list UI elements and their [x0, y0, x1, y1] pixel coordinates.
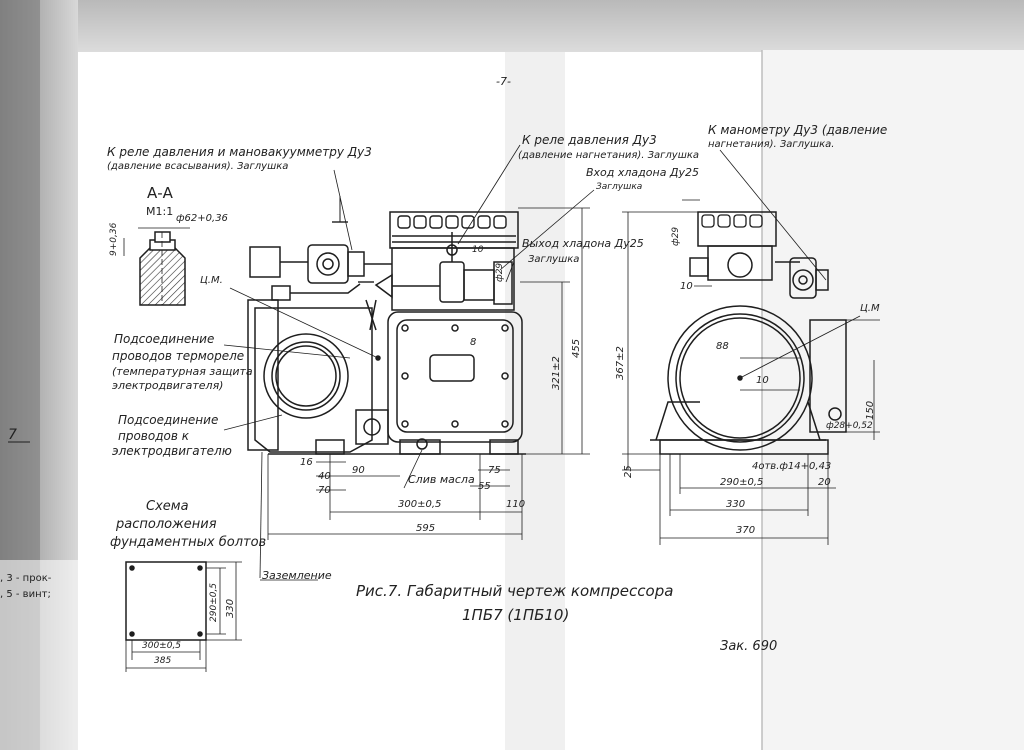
margin-number: 7 — [8, 427, 17, 443]
side-dim-10b: 10 — [756, 375, 769, 386]
front-dim-90: 90 — [352, 465, 365, 476]
front-dim-595: 595 — [416, 523, 436, 534]
foundation-bolt-scheme — [125, 561, 242, 672]
side-dim-370: 370 — [736, 525, 756, 536]
outlet-callout: Выход хладона Ду25 — [522, 237, 644, 250]
front-dim-40: 40 — [318, 471, 331, 482]
relay-suction-callout-sub: (давление всасывания). Заглушка — [107, 161, 289, 172]
motor-wires-callout: Подсоединение — [118, 413, 219, 427]
margin-fragment-2: , 5 - винт; — [0, 589, 51, 600]
side-dim-88: 88 — [716, 341, 729, 352]
motor-wires-callout-2: проводов к — [118, 429, 189, 443]
thermal-relay-callout-3: (температурная защита — [112, 365, 253, 378]
top-scan-shadow — [0, 0, 1024, 52]
figure-caption: Рис.7. Габаритный чертеж компрессора — [356, 582, 674, 600]
section-diameter-dim: ф62+0,36 — [176, 213, 228, 224]
foundation-title-3: фундаментных болтов — [110, 535, 267, 550]
grounding-label: Заземление — [262, 569, 332, 582]
front-dim-455: 455 — [571, 338, 582, 358]
side-dim-10: 10 — [680, 281, 693, 292]
side-dim-25: 25 — [623, 465, 634, 478]
side-dim-330: 330 — [726, 499, 746, 510]
cm-side-label: Ц.М — [860, 303, 880, 314]
relay-discharge-callout: К реле давления Ду3 — [522, 133, 657, 147]
side-dim-367: 367±2 — [615, 346, 626, 380]
front-dim-70: 70 — [318, 485, 331, 496]
manometer-callout-sub: нагнетания). Заглушка. — [708, 139, 835, 150]
foundation-title-2: расположения — [116, 517, 217, 532]
inlet-callout: Вход хладона Ду25 — [586, 166, 700, 179]
front-view-drawing — [229, 196, 526, 455]
front-dim-321: 321±2 — [551, 356, 562, 390]
front-dim-300: 300±0,5 — [398, 499, 442, 510]
figure-caption-model: 1ПБ7 (1ПБ10) — [462, 606, 570, 624]
page-number: -7- — [496, 75, 511, 88]
cm-front-label: Ц.М. — [200, 275, 223, 286]
side-dim-d28: ф28+0,52 — [826, 421, 873, 431]
thermal-relay-callout-4: электродвигателя) — [112, 379, 224, 392]
relay-discharge-callout-sub: (давление нагнетания). Заглушка — [518, 150, 700, 161]
order-number: Зак. 690 — [720, 639, 778, 654]
thermal-relay-callout-2: проводов термореле — [112, 349, 245, 363]
section-title: А-А — [147, 184, 173, 202]
motor-wires-callout-3: электродвигателю — [112, 444, 232, 458]
front-dim-55: 55 — [478, 481, 491, 492]
side-dim-d29: ф29 — [671, 226, 681, 246]
foundation-dim-300: 300±0,5 — [142, 641, 182, 651]
right-paper-sheet — [762, 50, 1024, 750]
front-dim-75: 75 — [488, 465, 501, 476]
relay-suction-callout: К реле давления и мановакуумметру Ду3 — [107, 145, 372, 159]
margin-fragment-1: , 3 - прок- — [0, 573, 52, 584]
center-fold — [505, 52, 565, 750]
front-dim-110: 110 — [506, 499, 526, 510]
section-scale: М1:1 — [146, 205, 174, 218]
side-dim-150: 150 — [865, 400, 876, 420]
section-height-dim: 9+0,36 — [109, 222, 119, 256]
front-dim-8: 8 — [470, 337, 477, 348]
side-view-dimensions — [622, 149, 880, 545]
side-dim-20: 20 — [818, 477, 831, 488]
front-view-dimensions — [223, 144, 595, 581]
front-dim-d29: ф29 — [495, 262, 505, 282]
side-view-drawing — [650, 211, 847, 455]
foundation-dim-290: 290±0,5 — [209, 582, 219, 622]
side-dim-290: 290±0,5 — [720, 477, 764, 488]
thermal-relay-callout: Подсоединение — [114, 332, 215, 346]
front-dim-16: 16 — [300, 457, 313, 468]
section-a-a-drawing — [123, 227, 190, 306]
front-dim-10: 10 — [472, 245, 484, 255]
foundation-dim-385: 385 — [154, 656, 172, 666]
foundation-dim-330: 330 — [225, 598, 236, 618]
oil-drain-label: Слив масла — [408, 473, 475, 486]
foundation-title-1: Схема — [146, 499, 189, 514]
manometer-callout: К манометру Ду3 (давление — [708, 123, 888, 137]
outlet-callout-sub: Заглушка — [528, 254, 580, 265]
side-dim-holes: 4отв.ф14+0,43 — [752, 461, 832, 472]
inlet-callout-sub: Заглушка — [596, 182, 643, 192]
